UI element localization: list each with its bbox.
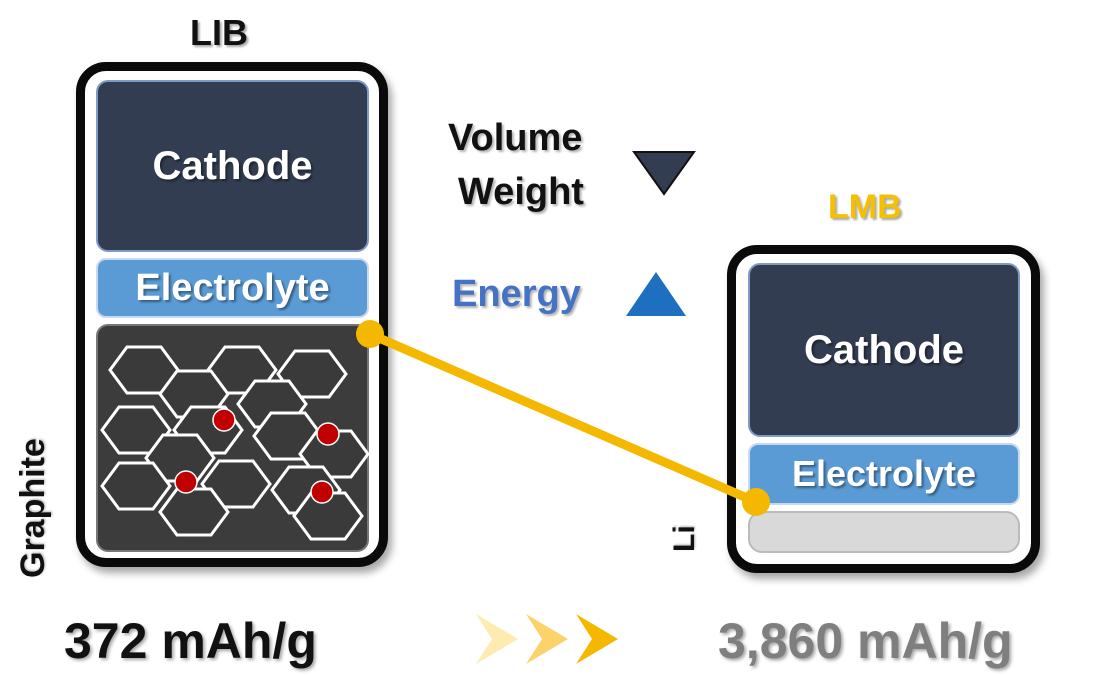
lmb-cathode: Cathode: [748, 263, 1020, 437]
lib-title: LIB: [190, 12, 248, 53]
graphite-hexagon: [100, 461, 172, 511]
connector-dot-lmb: [742, 488, 770, 516]
lib-electrolyte: Electrolyte: [96, 258, 369, 318]
weight-label: Weight: [458, 171, 584, 213]
triangle-down-icon: [632, 151, 696, 196]
graphite-hexagon: [158, 487, 230, 537]
lmb-electrolyte: Electrolyte: [748, 443, 1020, 505]
graphite-hexagon-lattice: [100, 345, 369, 541]
triple-chevron-right-icon: [476, 614, 618, 664]
volume-label: Volume: [448, 117, 583, 159]
lmb-title: LMB: [828, 188, 902, 226]
lmb-capacity: 3,860 mAh/g: [718, 613, 1013, 669]
lithium-ion-dot: [174, 470, 198, 494]
lib-cathode: Cathode: [96, 80, 369, 252]
lithium-ion-dot: [316, 422, 340, 446]
lithium-ion-dot: [212, 408, 236, 432]
graphite-hexagon: [200, 459, 272, 509]
lmb-lithium-anode: [748, 511, 1020, 553]
triangle-up-icon: [626, 272, 686, 316]
energy-label: Energy: [452, 273, 581, 315]
connector-dot-lib: [356, 320, 384, 348]
lithium-ion-dot: [310, 480, 334, 504]
graphite-hexagon: [292, 491, 364, 541]
lib-capacity: 372 mAh/g: [64, 613, 317, 669]
graphite-hexagon: [276, 349, 348, 399]
